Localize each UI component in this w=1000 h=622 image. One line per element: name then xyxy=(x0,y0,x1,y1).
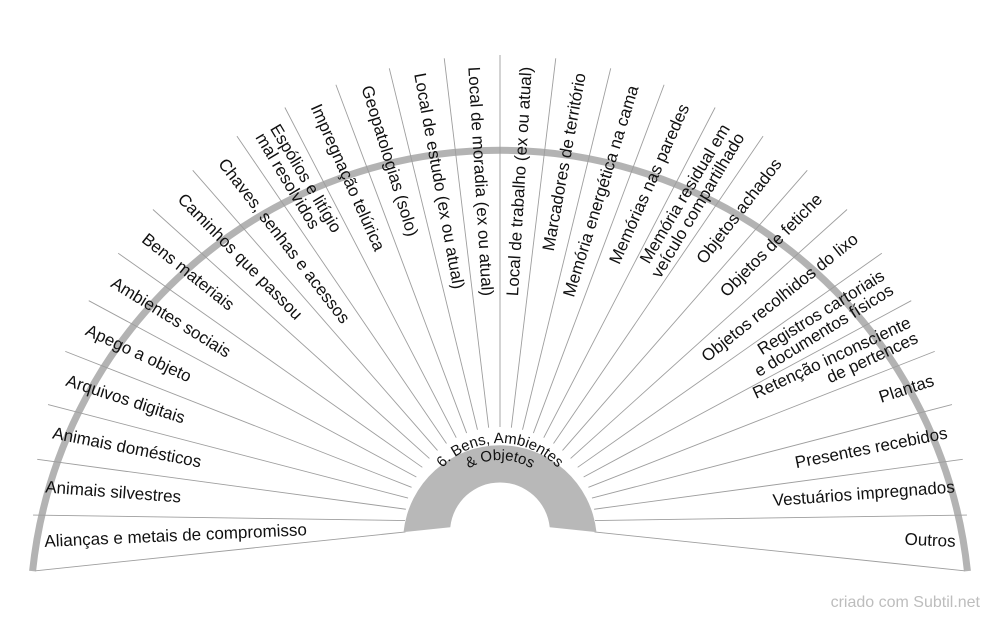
sector-label: Outros xyxy=(904,530,956,551)
spoke-line xyxy=(37,458,406,510)
sector-label-group: Outros xyxy=(904,530,956,551)
sector-label-group: Animais silvestres xyxy=(45,477,182,506)
spoke-line xyxy=(88,300,417,478)
spoke-line xyxy=(522,68,612,430)
spoke-line xyxy=(577,252,883,468)
credit-text: criado com Subtil.net xyxy=(830,594,980,611)
spoke-line xyxy=(588,350,935,488)
spoke-line xyxy=(47,404,409,499)
spoke-line xyxy=(594,514,967,522)
spoke-line xyxy=(192,170,438,451)
spoke-line xyxy=(553,135,764,444)
spoke-line xyxy=(443,58,490,428)
spoke-line xyxy=(117,252,423,468)
spoke-line xyxy=(236,135,447,444)
sector-label: Presentes recebidos xyxy=(793,424,949,473)
spoke-line xyxy=(335,84,468,434)
sector-label: Plantas xyxy=(877,371,937,407)
sector-label-group: Plantas xyxy=(877,371,937,407)
center-hub: 6. Bens, Ambientes& Objetos xyxy=(403,430,597,533)
spoke-line xyxy=(33,514,406,522)
sector-label-group: Vestuários impregnados xyxy=(772,477,955,510)
sector-label: Vestuários impregnados xyxy=(772,477,955,510)
spoke-line xyxy=(591,404,953,499)
spoke-line xyxy=(65,350,412,488)
sector-label-group: Presentes recebidos xyxy=(793,424,949,473)
spokes xyxy=(33,55,967,572)
spoke-line xyxy=(510,58,557,428)
spoke-line xyxy=(35,531,406,572)
spoke-line xyxy=(388,68,478,430)
sector-label: Animais silvestres xyxy=(45,477,182,506)
spoke-line xyxy=(532,84,665,434)
spoke-line xyxy=(543,107,716,438)
hub-ring xyxy=(403,445,597,533)
spoke-line xyxy=(594,458,963,510)
spoke-line xyxy=(570,209,848,459)
spoke-line xyxy=(594,531,965,572)
spoke-line xyxy=(284,107,457,438)
spoke-line xyxy=(152,209,430,459)
spoke-line xyxy=(562,170,808,451)
spoke-line xyxy=(583,300,912,478)
